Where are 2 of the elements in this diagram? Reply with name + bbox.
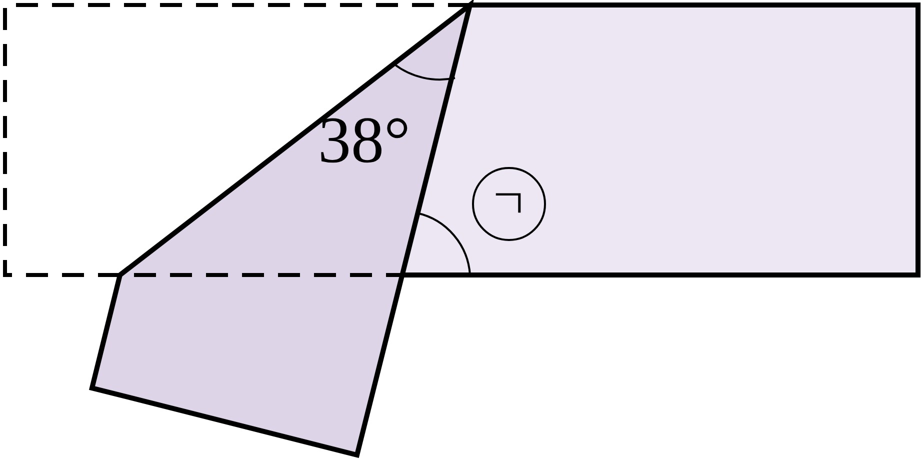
circled-label: ㄱ <box>472 167 546 241</box>
angle-label: 38° <box>318 108 410 174</box>
